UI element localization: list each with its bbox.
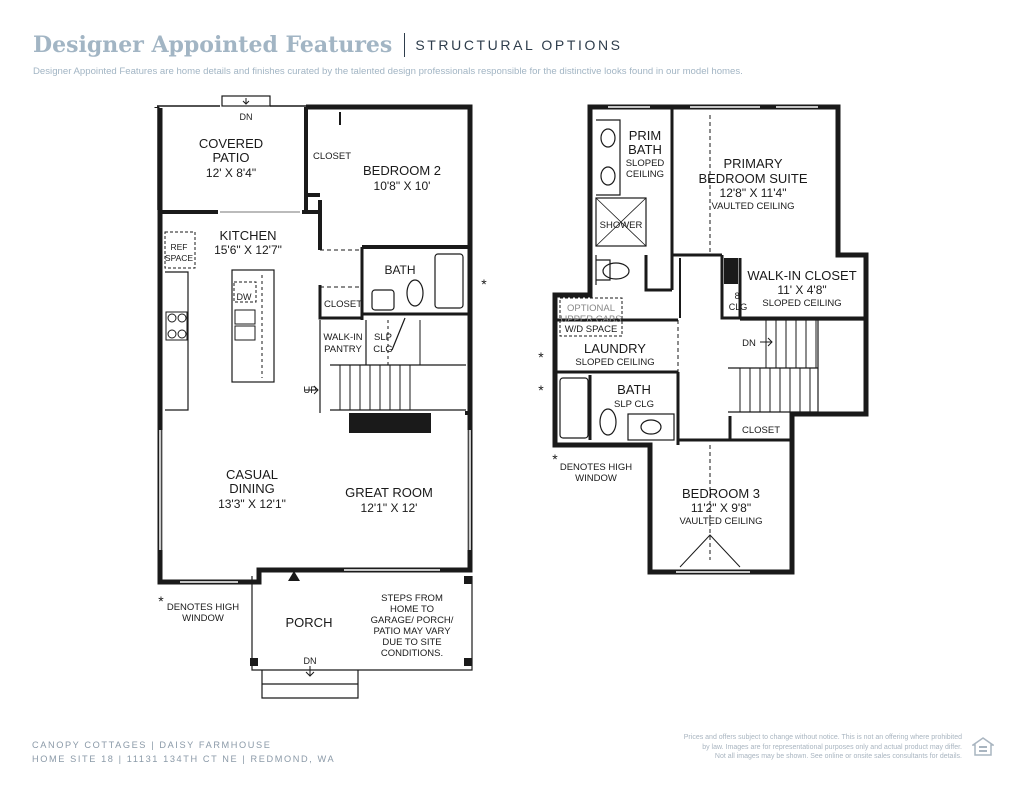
dn-top-label: DN [240, 112, 253, 122]
ref-space-label-2: SPACE [165, 253, 194, 263]
closet-lower-label: CLOSET [324, 299, 362, 310]
kitchen-size: 15'6" X 12'7" [214, 243, 282, 257]
primary-suite-label: PRIMARY [724, 156, 783, 171]
high-window-asterisk-bath-2: * [538, 382, 544, 398]
up-label: UP [303, 385, 316, 396]
page-description: Designer Appointed Features are home det… [33, 66, 743, 77]
high-window-asterisk-laundry: * [538, 349, 544, 365]
great-room-label: GREAT ROOM [345, 485, 433, 500]
great-room-size: 12'1" X 12' [361, 501, 418, 515]
closet-label: CLOSET [742, 425, 780, 436]
laundry-note: SLOPED CEILING [575, 357, 654, 368]
bath-label: BATH [384, 263, 415, 277]
slp-clg-label: SLP [374, 332, 392, 343]
high-window-note-2: DENOTES HIGH [560, 462, 632, 473]
bedroom-3-note: VAULTED CEILING [679, 516, 762, 527]
bath-2-label: BATH [617, 382, 651, 397]
disclaimer-line-2: by law. Images are for representational … [702, 743, 962, 751]
disclaimer-line-1: Prices and offers subject to change with… [683, 734, 962, 741]
page-header: Designer Appointed Features STRUCTURAL OP… [33, 32, 623, 58]
prim-bath-label: PRIM [629, 128, 662, 143]
walkin-closet-label: WALK-IN CLOSET [747, 268, 856, 283]
porch-label: PORCH [286, 615, 333, 630]
prim-bath-note: SLOPED [626, 158, 665, 169]
covered-patio-size: 12' X 8'4" [206, 166, 256, 180]
high-window-note-1: DENOTES HIGH [167, 602, 239, 613]
closet-upper-label: CLOSET [313, 151, 351, 162]
footer-address-line: HOME SITE 18 | 11131 134TH CT NE | REDMO… [32, 754, 336, 764]
optional-label: OPTIONAL [567, 303, 615, 314]
steps-note-line-1: STEPS FROM [381, 593, 443, 604]
covered-patio-label: COVERED [199, 136, 263, 151]
primary-suite-note: VAULTED CEILING [711, 201, 794, 212]
bedroom-2-size: 10'8" X 10' [374, 179, 431, 193]
clg8-label: 8' [735, 291, 742, 301]
shower-label: SHOWER [600, 220, 643, 231]
slp-clg-label-2: CLG [373, 344, 393, 355]
steps-note-line-5: DUE TO SITE [382, 637, 441, 648]
casual-dining-label-2: DINING [229, 481, 275, 496]
second-floor-plan [552, 104, 869, 575]
ref-space-label: REF [171, 242, 188, 252]
high-window-asterisk-1: * [158, 593, 164, 609]
kitchen-label: KITCHEN [219, 228, 276, 243]
footer-community-info: CANOPY COTTAGES | DAISY FARMHOUSE HOME S… [32, 738, 335, 766]
footer-community-line: CANOPY COTTAGES | DAISY FARMHOUSE [32, 740, 272, 750]
dn-bottom-label: DN [304, 656, 317, 666]
primary-suite-label-2: BEDROOM SUITE [698, 171, 807, 186]
second-floor-labels: PRIM BATH SLOPED CEILING SHOWER PRIMARY … [538, 128, 856, 527]
laundry-label: LAUNDRY [584, 341, 646, 356]
disclaimer-line-3: Not all images may be shown. See online … [714, 753, 962, 760]
equal-housing-icon [972, 737, 994, 756]
bedroom-3-size: 11'2" X 9'8" [691, 501, 751, 515]
dishwasher-label: DW [237, 292, 252, 302]
bedroom-2-label: BEDROOM 2 [363, 163, 441, 178]
first-floor-labels: DN COVERED PATIO 12' X 8'4" CLOSET BEDRO… [158, 112, 487, 666]
prim-bath-note-2: CEILING [626, 169, 664, 180]
high-window-note-1b: WINDOW [182, 613, 224, 624]
walkin-closet-note: SLOPED CEILING [762, 298, 841, 309]
bedroom-3-label: BEDROOM 3 [682, 486, 760, 501]
steps-note-line-4: PATIO MAY VARY [373, 626, 451, 637]
casual-dining-size: 13'3" X 12'1" [218, 497, 286, 511]
covered-patio-label-2: PATIO [212, 150, 249, 165]
clg8-label-2: CLG [729, 302, 748, 312]
steps-note-line-6: CONDITIONS. [381, 648, 443, 659]
walkin-pantry-label-2: PANTRY [324, 344, 362, 355]
optional-label-2: UPPER CABS [560, 314, 621, 325]
bath-2-note: SLP CLG [614, 399, 654, 410]
high-window-asterisk-bath: * [481, 276, 487, 292]
walkin-pantry-label: WALK-IN [323, 332, 362, 343]
steps-note-line-2: HOME TO [390, 604, 434, 615]
high-window-note-2b: WINDOW [575, 473, 617, 484]
title-divider [404, 33, 406, 57]
prim-bath-label-2: BATH [628, 142, 662, 157]
page-title: Designer Appointed Features [33, 32, 393, 58]
casual-dining-label: CASUAL [226, 467, 278, 482]
steps-note-line-3: GARAGE/ PORCH/ [371, 615, 454, 626]
wd-space-label: W/D SPACE [565, 324, 618, 335]
primary-suite-size: 12'8" X 11'4" [720, 186, 787, 200]
dn-label: DN [742, 338, 756, 349]
footer-disclaimer: Prices and offers subject to change with… [684, 733, 962, 762]
high-window-asterisk-note: * [552, 451, 558, 467]
walkin-closet-size: 11' X 4'8" [777, 283, 826, 297]
first-floor-plan [154, 95, 473, 699]
page-subtitle: STRUCTURAL OPTIONS [415, 37, 623, 53]
